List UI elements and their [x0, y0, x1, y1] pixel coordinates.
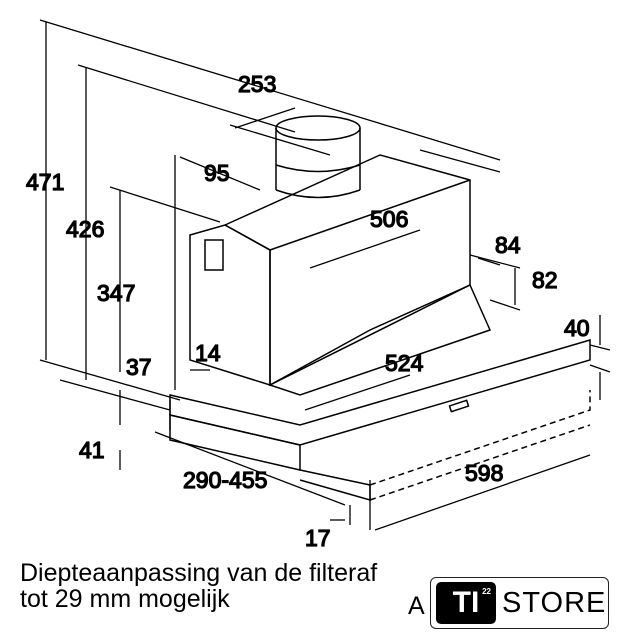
hood-body [169, 115, 591, 501]
dimension-347: 347 [97, 280, 135, 306]
logo-mark-text: TI [452, 586, 480, 619]
dimension-95: 95 [204, 160, 230, 186]
extension-lines [39, 19, 611, 530]
dimension-426: 426 [66, 216, 104, 242]
caption-line-1: Diepteaanpassing van de filteraf [20, 559, 378, 587]
dimension-82: 82 [532, 267, 558, 293]
dimension-17: 17 [305, 525, 331, 551]
dimension-290-455: 290-455 [183, 467, 267, 493]
dimension-40: 40 [564, 315, 590, 341]
caption-fragment: A [408, 592, 425, 620]
dimension-14: 14 [195, 340, 221, 366]
dimension-598: 598 [465, 460, 503, 486]
dimension-253: 253 [238, 71, 276, 97]
dimension-41: 41 [79, 437, 105, 463]
dimension-471: 471 [26, 169, 64, 195]
logo-text: STORE [502, 586, 607, 619]
dimension-lines [45, 22, 601, 531]
caption: Diepteaanpassing van de filteraf tot 29 … [20, 560, 377, 612]
dimension-37: 37 [126, 354, 152, 380]
dimension-524: 524 [385, 350, 424, 376]
dimension-84: 84 [495, 232, 521, 258]
dimension-506: 506 [370, 206, 408, 232]
logo-superscript: 22 [482, 587, 491, 596]
caption-line-2: tot 29 mm mogelijk [20, 585, 230, 613]
